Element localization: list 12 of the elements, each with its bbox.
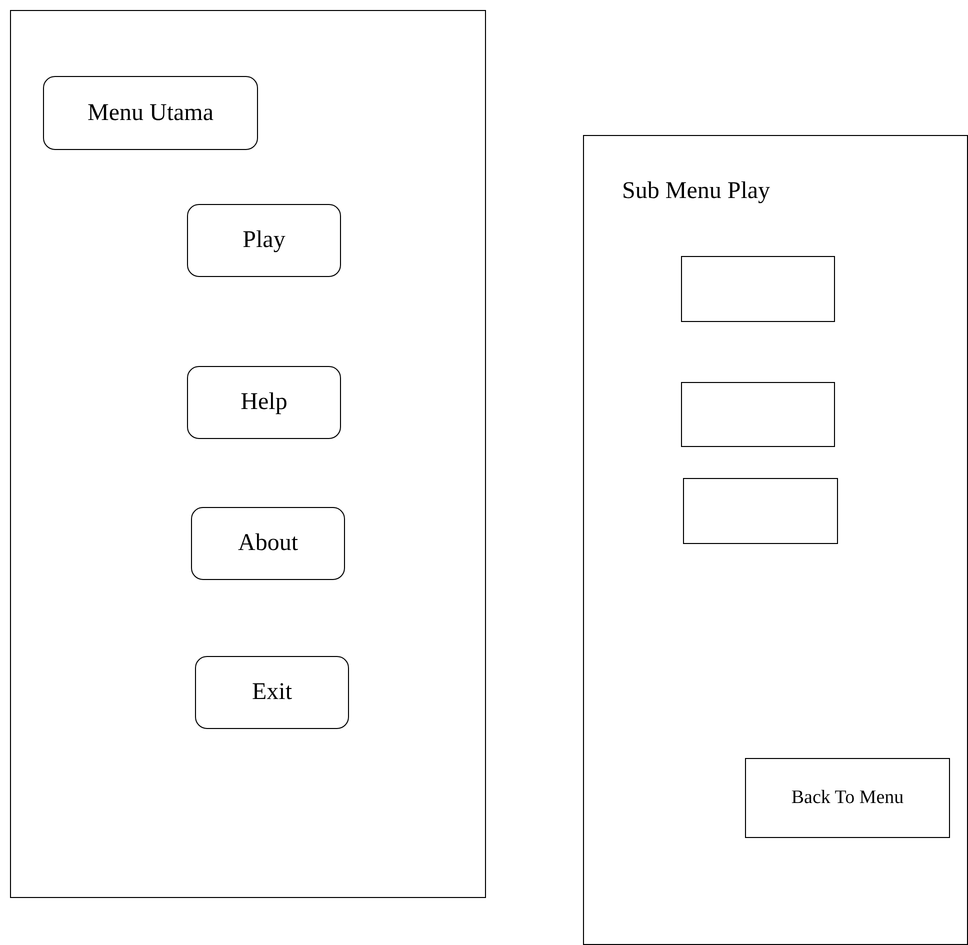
- placeholder-button: [681, 382, 835, 447]
- screen-panel: [583, 135, 968, 945]
- menu-button: Help: [187, 366, 341, 439]
- screen-title: Sub Menu Play: [622, 178, 770, 205]
- placeholder-button: [683, 478, 838, 544]
- menu-button: Back To Menu: [745, 758, 950, 838]
- screen-panel: [10, 10, 486, 898]
- menu-button: Menu Utama: [43, 76, 258, 150]
- menu-button: Play: [187, 204, 341, 277]
- menu-button: About: [191, 507, 345, 580]
- placeholder-button: [681, 256, 835, 322]
- menu-button: Exit: [195, 656, 349, 729]
